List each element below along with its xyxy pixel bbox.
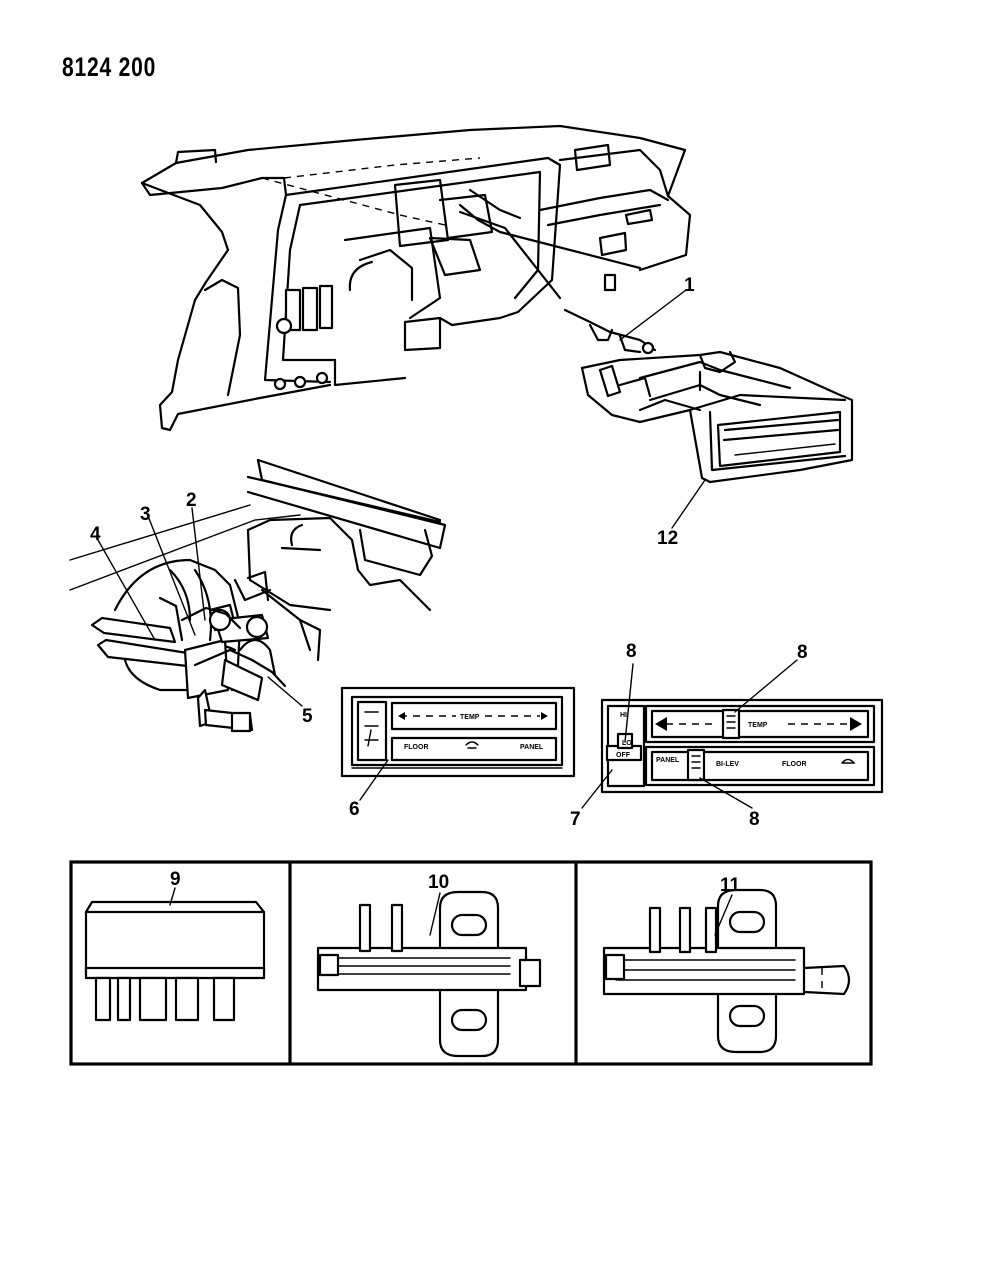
- panel-b-lo-label: LO: [622, 740, 632, 747]
- callout-8-bottom: 8: [749, 809, 760, 830]
- vacuum-switch-illustration: [316, 890, 542, 1058]
- panel-b-bilev-label: BI-LEV: [716, 761, 739, 768]
- control-cable-illustration: [563, 308, 657, 355]
- control-panel-style-b: [600, 698, 884, 794]
- switch-detail-boxes: [69, 860, 873, 1066]
- panel-a-temp-label: TEMP: [460, 714, 480, 721]
- panel-b-temp-label: TEMP: [748, 722, 768, 729]
- callout-10: 10: [428, 872, 449, 893]
- blower-switch-illustration: [84, 900, 266, 1022]
- callout-1: 1: [684, 275, 695, 296]
- panel-a-panel-label: PANEL: [520, 744, 544, 751]
- callout-7: 7: [570, 809, 581, 830]
- callout-11: 11: [720, 875, 741, 896]
- callout-6: 6: [349, 799, 360, 820]
- callout-4: 4: [90, 524, 101, 545]
- callout-8-top-left: 8: [626, 641, 637, 662]
- document-number: 8124 200: [62, 52, 157, 82]
- panel-a-floor-label: FLOOR: [404, 744, 429, 751]
- panel-b-off-label: OFF: [616, 752, 631, 759]
- callout-3: 3: [140, 504, 151, 525]
- control-head-assembly-illustration: [580, 350, 854, 484]
- panel-b-floor-label: FLOOR: [782, 761, 807, 768]
- callout-12: 12: [657, 528, 678, 549]
- water-valve-illustration: [90, 570, 287, 733]
- panel-b-hi-label: HI: [620, 712, 627, 719]
- callout-8-top-right: 8: [797, 642, 808, 663]
- panel-b-panel-label: PANEL: [656, 757, 680, 764]
- callout-2: 2: [186, 490, 197, 511]
- leader-lines: [97, 289, 798, 936]
- callout-5: 5: [302, 706, 313, 727]
- instrument-panel-illustration: [140, 124, 692, 432]
- callout-9: 9: [170, 869, 181, 890]
- vacuum-switch-illustration-alt: [602, 888, 851, 1054]
- control-panel-style-a: [340, 686, 576, 778]
